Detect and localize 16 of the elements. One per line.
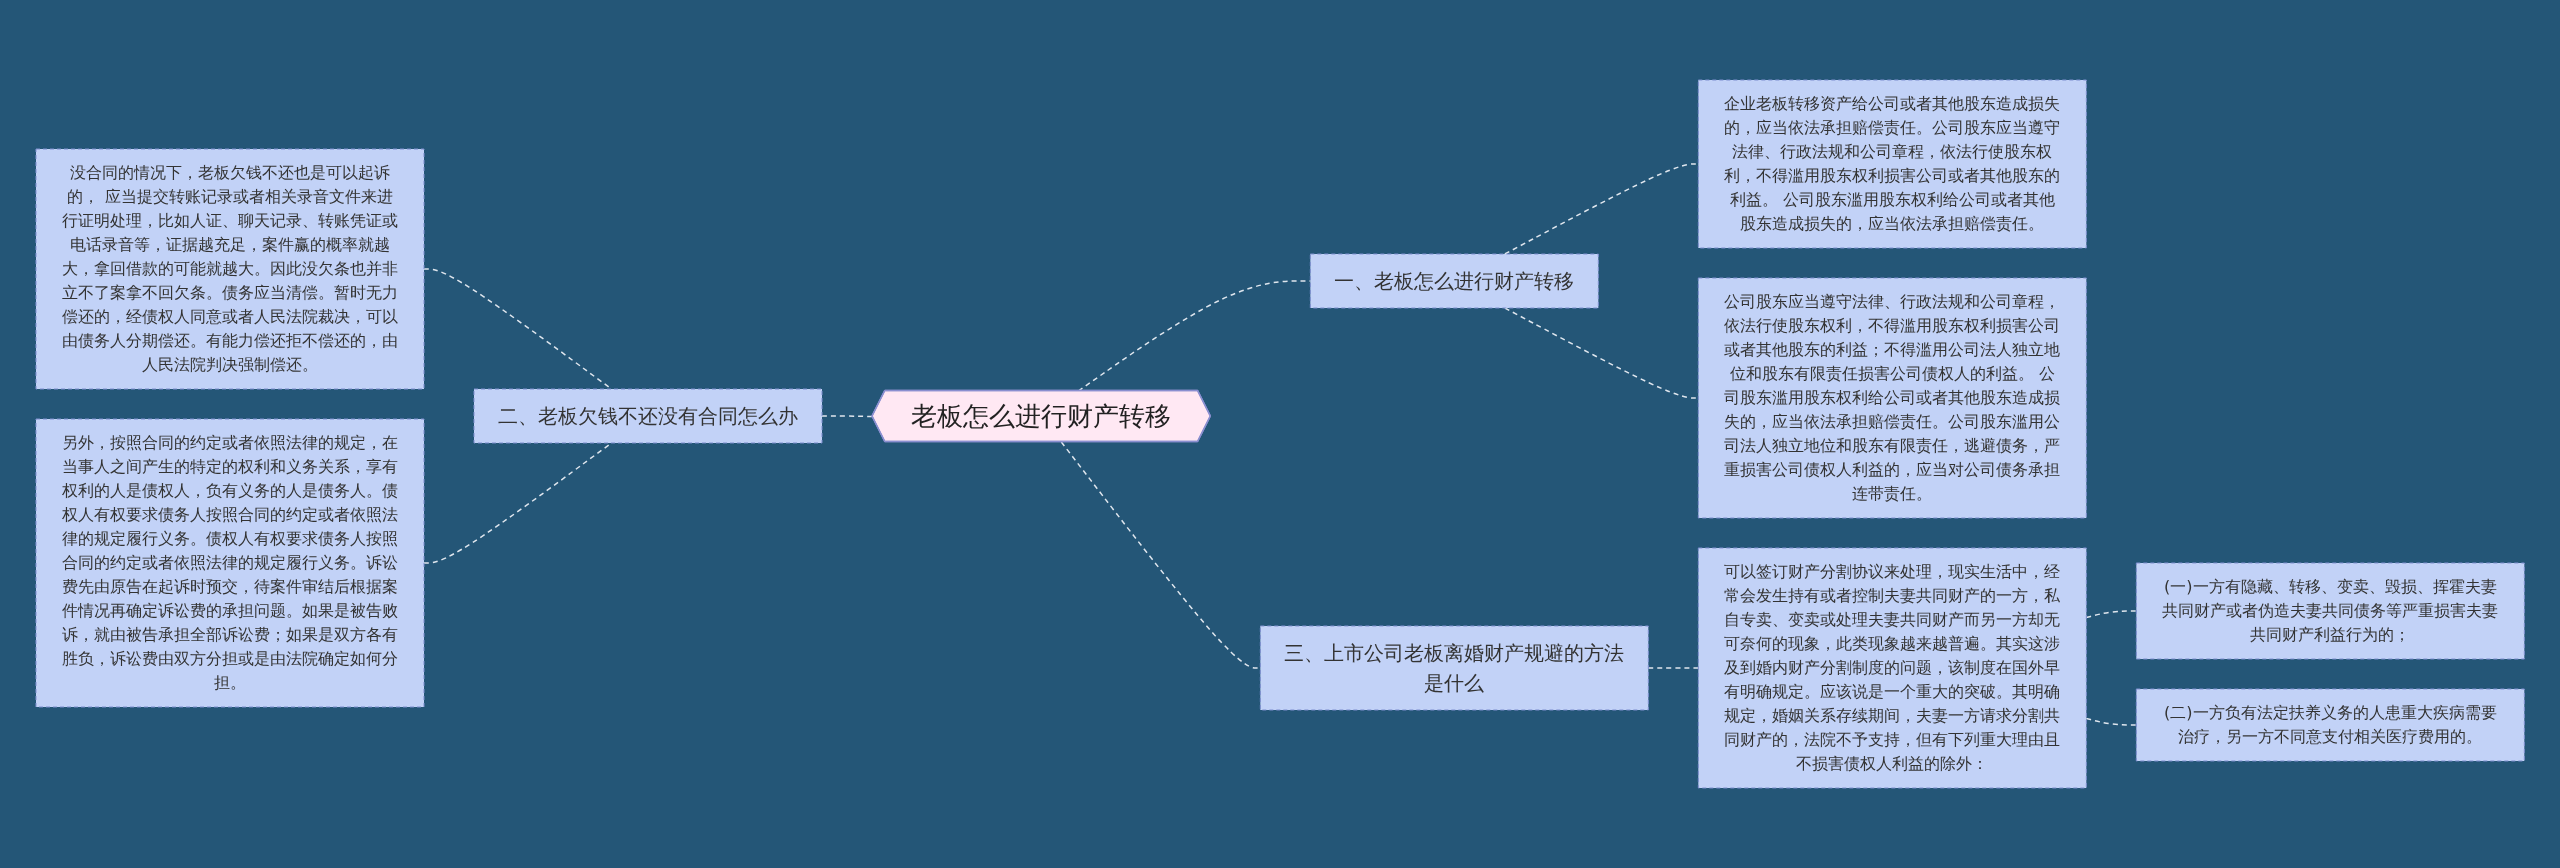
connector (1647, 667, 1699, 669)
connector (1060, 441, 1261, 669)
node-box: (二)一方负有法定扶养义务的人患重大疾病需要治疗，另一方不同意支付相关医疗费用的。 (2135, 688, 2525, 762)
connector (2085, 610, 2137, 619)
node-box: 可以签订财产分割协议来处理，现实生活中，经常会发生持有或者控制夫妻共同财产的一方，私自专卖、变卖或处理夫妻共同财产而另一方却无可奈何的现象，此类现象越来越普遍。其实这涉及到婚内财产分割制度的问题，该制度在国外早有明确规定。应该说是一个重大的突破。其明确规定，婚姻关系存续期间，夫妻一方请求分割共同财产的，法院不予支持，但有下列重大理由且不损害债权人利益的除外： (1697, 547, 2087, 789)
connector (1503, 163, 1699, 255)
node-box: 一、老板怎么进行财产转移 (1309, 253, 1599, 309)
node-box: 二、老板欠钱不还没有合同怎么办 (473, 388, 823, 444)
node-box: (一)一方有隐藏、转移、变卖、毁损、挥霍夫妻共同财产或者伪造夫妻共同债务等严重损害夫妻共同财产利益行为的； (2135, 562, 2525, 660)
connector (2085, 717, 2137, 726)
connector (821, 415, 874, 418)
node-box: 企业老板转移资产给公司或者其他股东造成损失的，应当依法承担赔偿责任。公司股东应当遵守法律、行政法规和公司章程，依法行使股东权利，不得滥用股东权利损害公司或者其他股东的利益。 公司股东滥用股东权利给公司或者其他股东造成损失的，应当依法承担赔偿责任。 (1697, 79, 2087, 249)
node-box: 三、上市公司老板离婚财产规避的方法是什么 (1259, 625, 1649, 711)
node-box: 另外，按照合同的约定或者依照法律的规定，在当事人之间产生的特定的权利和义务关系，享有权利的人是债权人，负有义务的人是债务人。债权人有权要求债务人按照合同的约定或者依照法律的规定履行义务。债权人有权要求债务人按照合同的约定或者依照法律的规定履行义务。诉讼费先由原告在起诉时预交，待案件审结后根据案件情况再确定诉讼费的承担问题。如果是被告败诉，就由被告承担全部诉讼费；如果是双方各有胜负，诉讼费由双方分担或是由法院确定如何分担。 (35, 418, 425, 708)
node-box: 没合同的情况下，老板欠钱不还也是可以起诉的， 应当提交转账记录或者相关录音文件来进行证明处理，比如人证、聊天记录、转账凭证或电话录音等，证据越充足，案件赢的概率就越大，拿回借款的可能就越大。因此没欠条也并非立不了案拿不回欠条。债务应当清偿。暂时无力偿还的，经债权人同意或者人民法院裁决，可以由债务人分期偿还。有能力偿还拒不偿还的，由人民法院判决强制偿还。 (35, 148, 425, 390)
node-box: 公司股东应当遵守法律、行政法规和公司章程，依法行使股东权利，不得滥用股东权利损害公司或者其他股东的利益；不得滥用公司法人独立地位和股东有限责任损害公司债权人的利益。 公司股东滥用股东权利给公司或者其他股东造成损失的，应当依法承担赔偿责任。公司股东滥用公司法人独立地位和股东有限责任，逃避债务，严重损害公司债权人利益的，应当对公司债务承担连带责任。 (1697, 277, 2087, 519)
